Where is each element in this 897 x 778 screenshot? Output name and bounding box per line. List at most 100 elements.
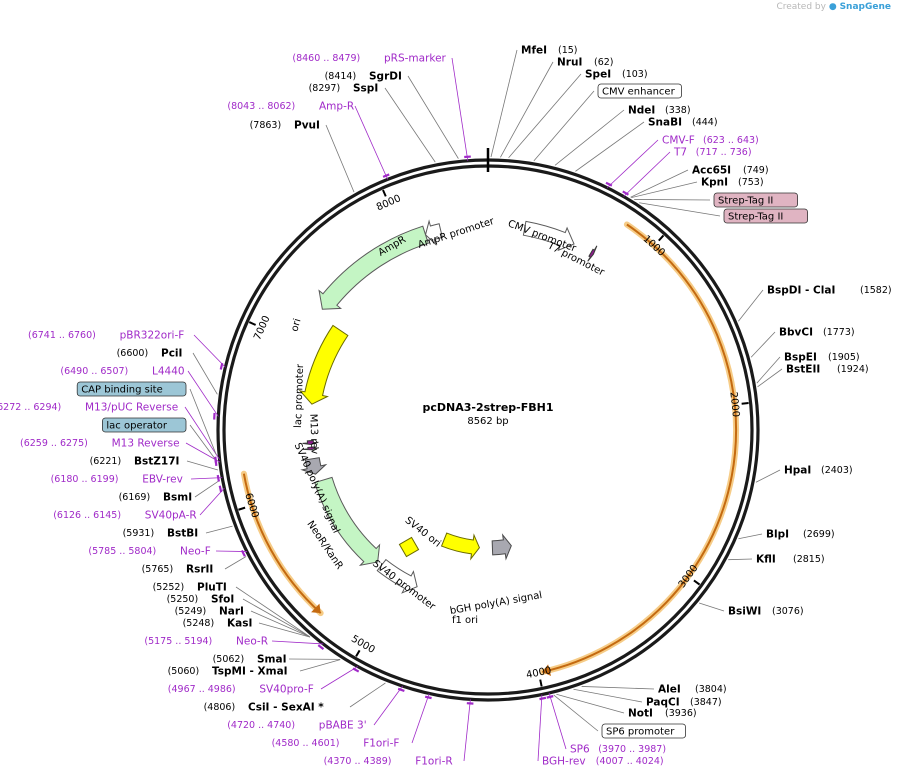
site-position: (3970 .. 3987) [598, 744, 666, 755]
site-cmv-f[interactable]: CMV-F(623 .. 643) [605, 135, 759, 189]
site-leader-line [271, 640, 324, 645]
site-acc65i[interactable]: Acc65I(749) [630, 165, 769, 198]
site-name: SgrDI [369, 71, 402, 83]
site-leader-line [242, 598, 311, 638]
site-name: BstEII [786, 364, 820, 376]
site-nari[interactable]: NarI(5249) [175, 606, 311, 638]
site-position: (4806) [204, 702, 236, 713]
site-pbr322ori-f[interactable]: pBR322ori-F(6741 .. 6760) [28, 330, 226, 370]
site-name: F1ori-R [415, 756, 452, 768]
site-pbabe-3[interactable]: pBABE 3'(4720 .. 4740) [227, 685, 405, 732]
site-name: CAP binding site [81, 385, 163, 396]
tick-label: 2000 [727, 391, 741, 417]
site-smai[interactable]: SmaI(5062) [213, 654, 340, 666]
site-bstbi[interactable]: BstBI(5931) [123, 525, 233, 540]
site-neo-f[interactable]: Neo-F(5785 .. 5804) [88, 546, 247, 558]
plasmid-name: pcDNA3-2strep-FBH1 [422, 401, 553, 414]
site-position: (1773) [823, 327, 855, 338]
primer-mark [546, 695, 554, 699]
site-leader-line [205, 525, 233, 534]
site-bsteii[interactable]: BstEII(1924) [757, 364, 869, 388]
site-neo-r[interactable]: Neo-R(5175 .. 5194) [144, 636, 325, 650]
site-leader-line [349, 682, 386, 708]
site-strep-tag-ii[interactable]: Strep-Tag II [639, 202, 808, 224]
site-leader-line [325, 124, 355, 193]
site-lac-operator[interactable]: lac operator [102, 417, 218, 462]
site-bsmi[interactable]: BsmI(6169) [119, 479, 220, 504]
site-sfoi[interactable]: SfoI(5250) [167, 594, 311, 638]
site-position: (5060) [168, 666, 200, 677]
site-sp6[interactable]: SP6(3970 .. 3987) [546, 692, 666, 756]
site-cmv-enhancer[interactable]: CMV enhancer [533, 83, 682, 162]
site-kasi[interactable]: KasI(5248) [183, 618, 311, 638]
site-cap-binding-site[interactable]: CAP binding site [76, 381, 217, 455]
site-kpni[interactable]: KpnI(753) [631, 177, 764, 199]
site-blpi[interactable]: BlpI(2699) [738, 529, 835, 541]
site-m13-puc-reverse[interactable]: M13/pUC Reverse(6272 .. 6294) [0, 402, 220, 464]
feature-bgh-poly-a-signal [491, 533, 512, 561]
site-l4440[interactable]: L4440(6490 .. 6507) [60, 366, 219, 420]
site-leader-line [186, 460, 219, 471]
site-position: (2403) [821, 465, 853, 476]
tick-mark [693, 579, 701, 586]
site-m13-reverse[interactable]: M13 Reverse(6259 .. 6275) [20, 438, 221, 466]
site-csii-sexai[interactable]: CsiI - SexAI *(4806) [204, 682, 386, 714]
site-alei[interactable]: AleI(3804) [581, 684, 727, 696]
site-sgrdi[interactable]: SgrDI(8414) [325, 71, 459, 159]
site-paqci[interactable]: PaqCI(3847) [573, 688, 722, 709]
site-snabi[interactable]: SnaBI(444) [575, 117, 718, 172]
feature-label-f1-ori: f1 ori [452, 615, 478, 626]
site-nrui[interactable]: NruI(62) [500, 57, 614, 158]
site-name: L4440 [152, 366, 185, 378]
site-name: KasI [227, 618, 252, 630]
site-prs-marker[interactable]: pRS-marker(8460 .. 8479) [292, 53, 471, 161]
site-pcii[interactable]: PciI(6600) [117, 348, 218, 395]
site-leader-line [407, 75, 459, 159]
site-label-box [76, 381, 187, 397]
site-name: SV40pro-F [259, 684, 313, 696]
site-kfli[interactable]: KflI(2815) [728, 554, 825, 566]
tick-label: 3000 [677, 563, 701, 590]
site-bstz17i[interactable]: BstZ17I(6221) [90, 456, 219, 471]
site-amp-r[interactable]: Amp-R(8043 .. 8062) [227, 101, 390, 180]
tick-mark [658, 234, 665, 242]
site-tspmi-xmai[interactable]: TspMI - XmaI(5060) [168, 659, 341, 678]
site-sspi[interactable]: SspI(8297) [309, 83, 436, 163]
feature-m13-rev [302, 446, 320, 451]
site-name: Neo-F [180, 546, 211, 558]
site-noti[interactable]: NotI(3936) [556, 693, 697, 720]
site-sv40pa-r[interactable]: SV40pA-R(6126 .. 6145) [53, 485, 225, 522]
site-sv40pro-f[interactable]: SV40pro-F(4967 .. 4986) [168, 666, 360, 696]
site-layer: MfeI(15)NruI(62)SpeI(103)CMV enhancerNde… [0, 45, 892, 768]
snapgene-watermark: Created by ● SnapGene [776, 2, 891, 12]
site-bbvci[interactable]: BbvCI(1773) [750, 327, 855, 358]
site-bgh-rev[interactable]: BGH-rev(4007 .. 4024) [537, 694, 664, 768]
site-mfei[interactable]: MfeI(15) [490, 45, 578, 158]
site-leader-line [548, 692, 567, 750]
site-hpai[interactable]: HpaI(2403) [755, 465, 853, 483]
site-bspei[interactable]: BspEI(1905) [756, 352, 860, 384]
site-t7[interactable]: T7(717 .. 736) [622, 147, 752, 197]
site-ebv-rev[interactable]: EBV-rev(6180 .. 6199) [51, 474, 223, 486]
feature-ampr-promoter [424, 219, 443, 246]
site-bsiwi[interactable]: BsiWI(3076) [699, 602, 804, 618]
orf-line [542, 223, 737, 673]
site-rsrii[interactable]: RsrII(5765) [142, 556, 247, 576]
site-ndei[interactable]: NdeI(338) [554, 105, 691, 166]
site-name: BGH-rev [542, 756, 586, 768]
site-position: (5249) [175, 606, 207, 617]
site-f1ori-r[interactable]: F1ori-R(4370 .. 4389) [324, 699, 474, 768]
site-position: (1582) [860, 285, 892, 296]
site-leader-line [189, 388, 217, 455]
feature-sv40-poly-a-signal [300, 457, 328, 475]
site-strep-tag-ii[interactable]: Strep-Tag II [634, 192, 798, 208]
site-name: MfeI [521, 45, 547, 57]
site-sp6-promoter[interactable]: SP6 promoter [553, 694, 686, 739]
site-pvui[interactable]: PvuI(7863) [250, 120, 355, 193]
site-pluti[interactable]: PluTI(5252) [153, 582, 310, 637]
site-leader-line [728, 558, 753, 561]
site-f1ori-f[interactable]: F1ori-F(4580 .. 4601) [272, 693, 432, 750]
site-spei[interactable]: SpeI(103) [508, 69, 648, 159]
site-position: (2815) [793, 554, 825, 565]
site-bspdi-clai[interactable]: BspDI - ClaI(1582) [738, 285, 892, 322]
